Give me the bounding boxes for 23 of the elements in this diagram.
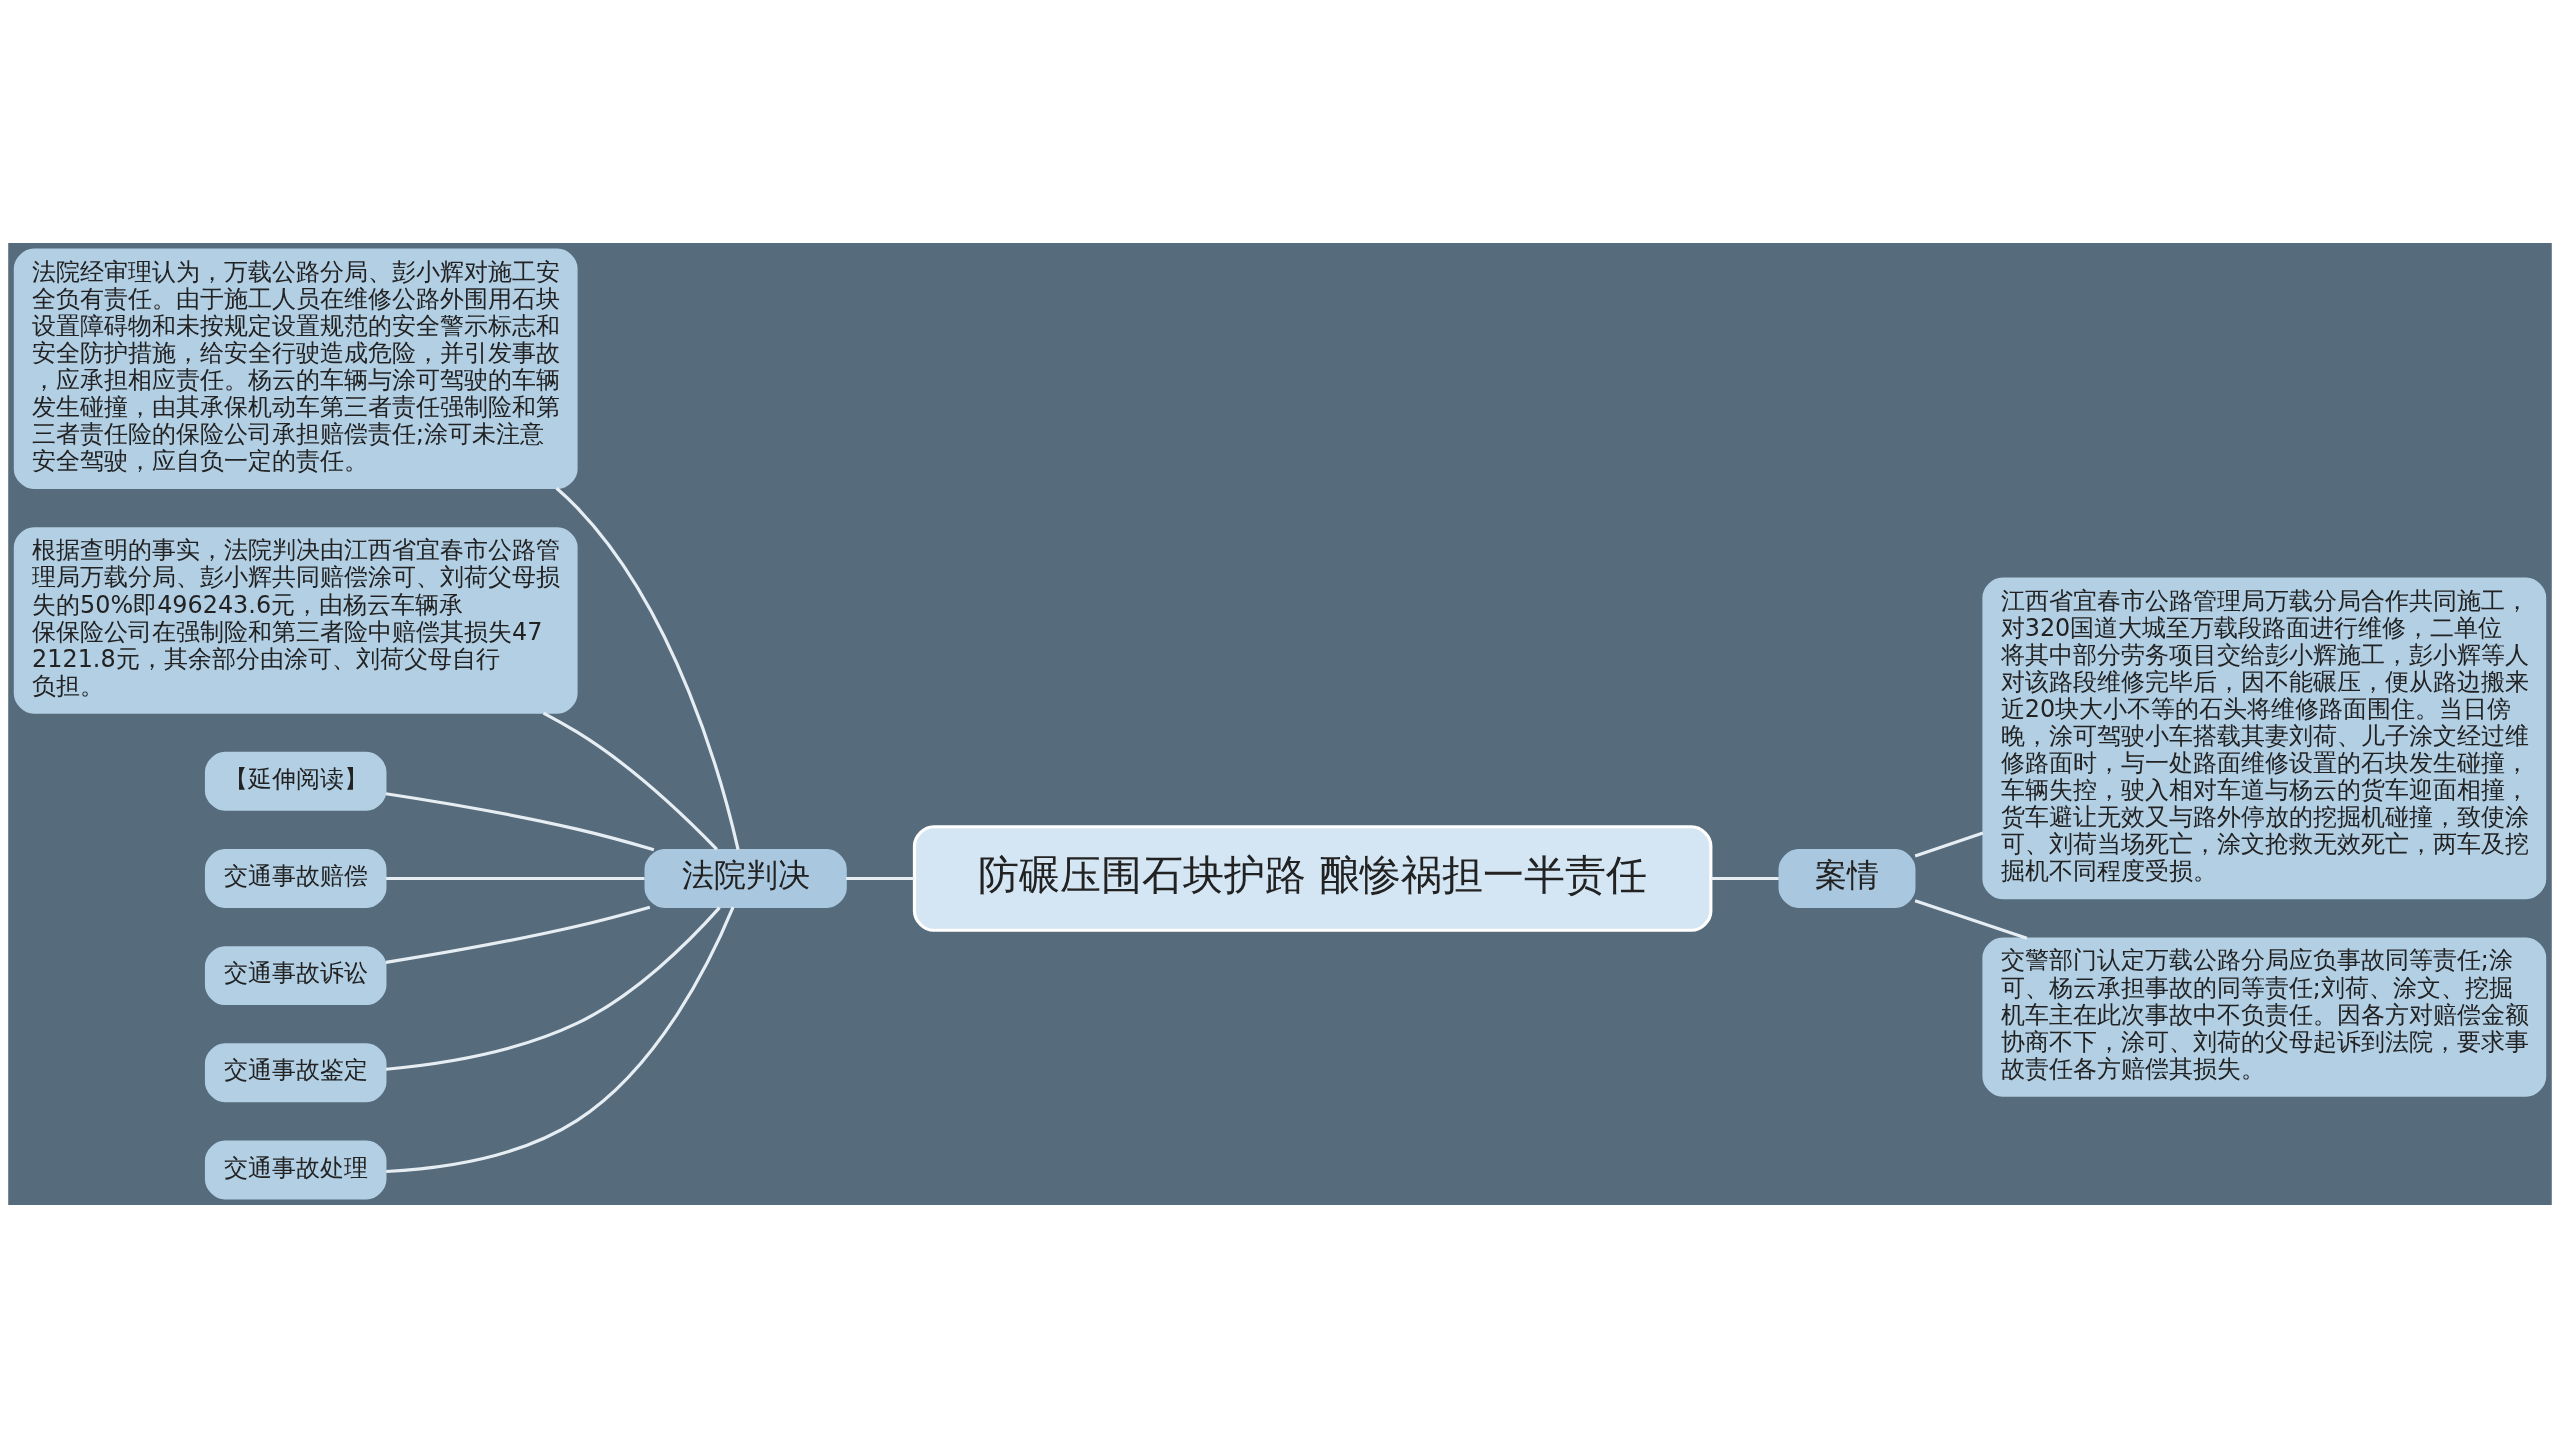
node-box: 交通事故鉴定	[204, 1043, 387, 1103]
connector	[385, 906, 721, 1071]
connector	[386, 906, 735, 1174]
connector	[555, 487, 740, 850]
node-box: 交通事故处理	[204, 1140, 387, 1200]
connector	[386, 876, 645, 881]
connector	[385, 905, 651, 964]
connector	[1914, 899, 2028, 940]
node-box: 交通事故诉讼	[204, 946, 387, 1006]
connector	[1711, 876, 1779, 881]
connector	[1914, 831, 1984, 858]
node-box: 案情	[1778, 849, 1916, 908]
node-box: 交通事故赔偿	[204, 849, 387, 908]
node-box: 法院经审理认为，万载公路分局、彭小辉对施工安全负有责任。由于施工人员在维修公路外围用石块设置障碍物和未按规定设置规范的安全警示标志和安全防护措施，给安全行驶造成危险，并引发事故，应承担相应责任。杨云的车辆与涂可驾驶的车辆发生碰撞，由其承保机动车第三者责任强制险和第三者责任险的保险公司承担赔偿责任;涂可未注意安全驾驶，应自负一定的责任。	[13, 248, 578, 490]
connector	[385, 792, 655, 852]
connector	[846, 876, 915, 881]
node-box: 【延伸阅读】	[204, 751, 387, 811]
node-box: 根据查明的事实，法院判决由江西省宜春市公路管理局万载分局、彭小辉共同赔偿涂可、刘荷父母损失的50%即496243.6元，由杨云车辆承保保险公司在强制险和第三者险中赔偿其损失472121.8元，其余部分由涂可、刘荷父母自行负担。	[13, 527, 578, 714]
node-box: 交警部门认定万载公路分局应负事故同等责任;涂可、杨云承担事故的同等责任;刘荷、涂文、挖掘机车主在此次事故中不负责任。因各方对赔偿金额协商不下，涂可、刘荷的父母起诉到法院，要求事故责任各方赔偿其损失。	[1982, 937, 2547, 1097]
node-box: 江西省宜春市公路管理局万载分局合作共同施工，对320国道大城至万载段路面进行维修，二单位将其中部分劳务项目交给彭小辉施工，彭小辉等人对该路段维修完毕后，因不能碾压，便从路边搬来近20块大小不等的石头将维修路面围住。当日傍晚，涂可驾驶小车搭载其妻刘荷、儿子涂文经过维修路面时，与一处路面维修设置的石块发生碰撞，车辆失控，驶入相对车道与杨云的货车迎面相撞，货车避让无效又与路外停放的挖掘机碰撞，致使涂可、刘荷当场死亡，涂文抢救无效死亡，两车及挖掘机不同程度受损。	[1982, 577, 2547, 900]
node-box: 法院判决	[644, 849, 847, 908]
connector	[542, 711, 718, 851]
node-box: 防碾压围石块护路 酿惨祸担一半责任	[912, 825, 1713, 932]
